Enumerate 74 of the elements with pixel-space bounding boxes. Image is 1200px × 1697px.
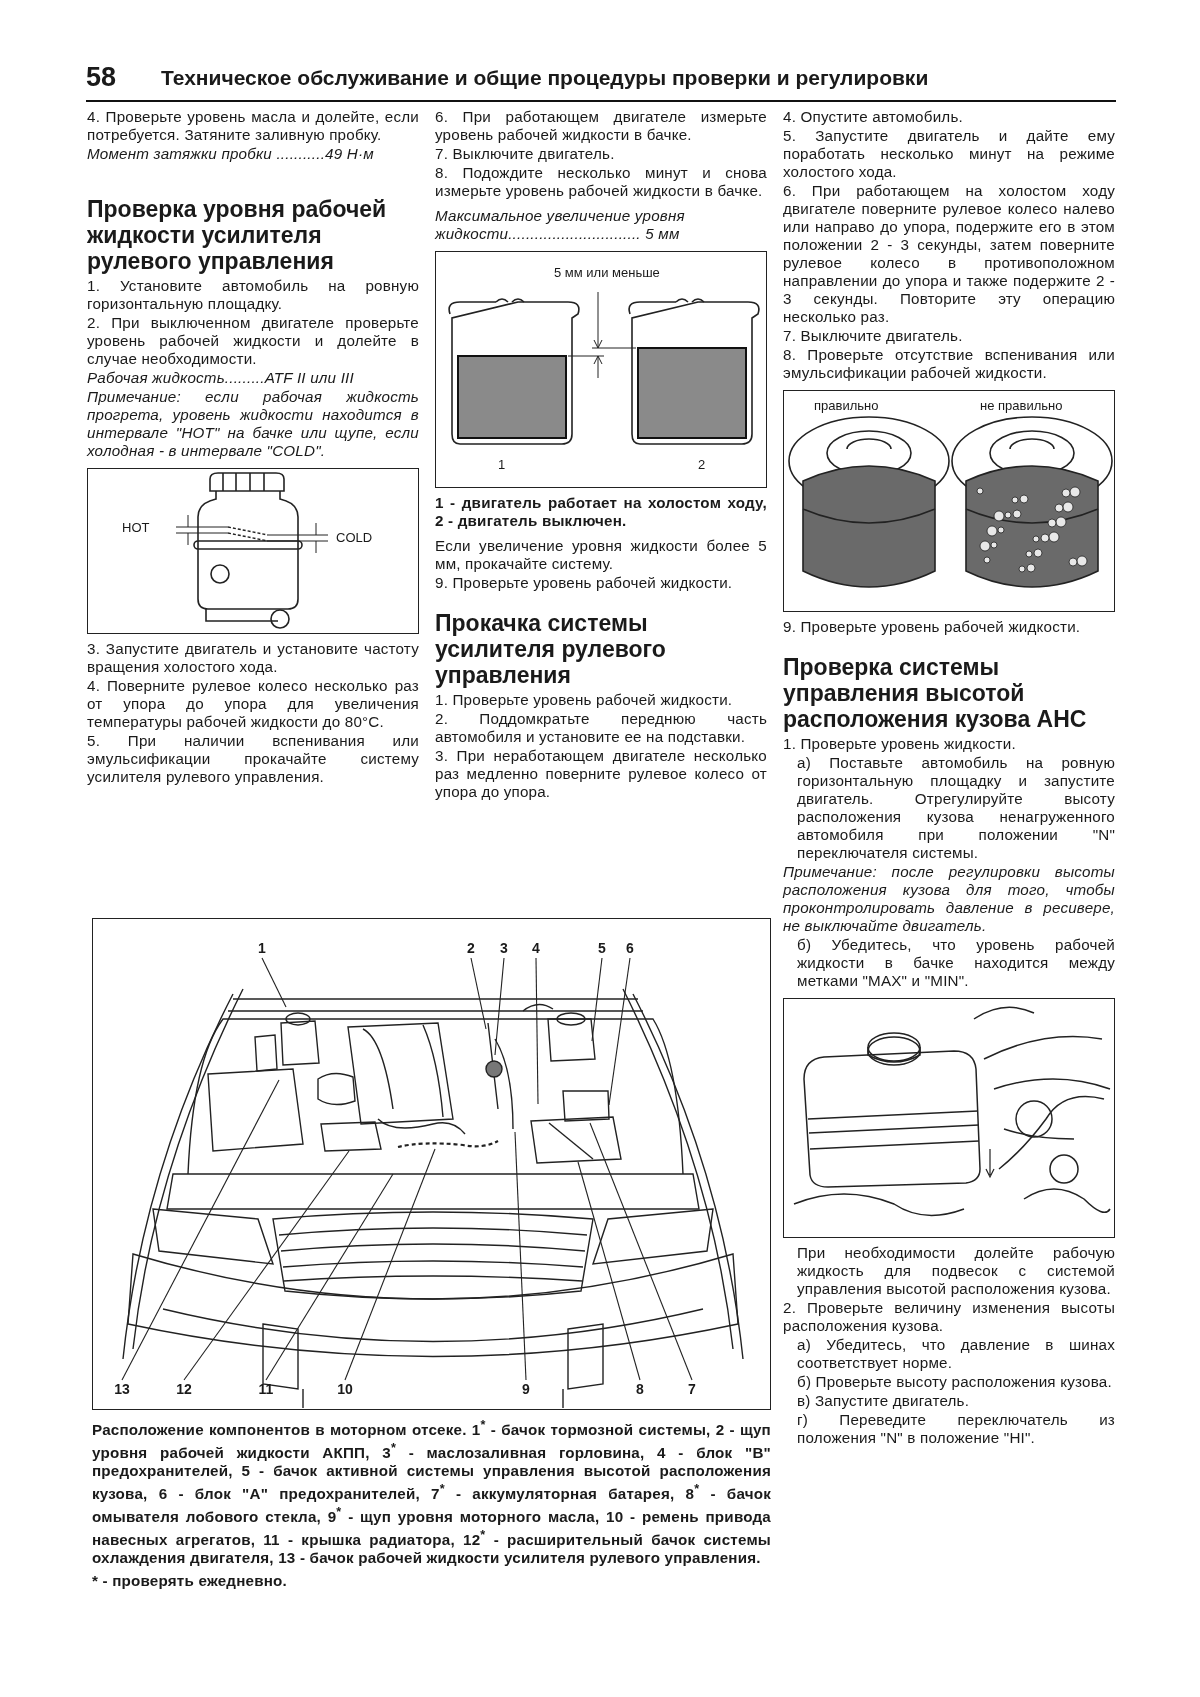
figure-label: правильно xyxy=(814,399,879,413)
callout-number: 5 xyxy=(594,941,610,956)
leader-line xyxy=(577,1161,641,1381)
body-paragraph: Если увеличение уровня жидкости более 5 мм, прокачайте систему. xyxy=(435,537,767,573)
dimension-label: 5 мм или меньше xyxy=(554,266,660,280)
body-paragraph: 1. Установите автомобиль на ровную горизонтальную площадку. xyxy=(87,277,419,313)
callout-number: 4 xyxy=(528,941,544,956)
body-paragraph: а) Убедитесь, что давление в шинах соответствует норме. xyxy=(796,1336,1115,1372)
body-paragraph: 1. Проверьте уровень жидкости. xyxy=(783,735,1017,753)
body-paragraph: При необходимости долейте рабочую жидкость для подвесок с системой управления высотой расположения кузова. xyxy=(796,1244,1115,1298)
body-paragraph: б) Проверьте высоту расположения кузова. xyxy=(796,1373,1113,1391)
leader-line xyxy=(494,957,505,1056)
body-paragraph: 8. Подождите несколько минут и снова измерьте уровень рабочей жидкости в бачке. xyxy=(435,164,767,200)
body-paragraph: 7. Выключите двигатель. xyxy=(435,145,616,163)
body-paragraph: 2. Проверьте величину изменения высоты расположения кузова. xyxy=(783,1299,1115,1335)
footnote: * - проверять ежедневно. xyxy=(92,1572,288,1591)
figure-caption: Расположение компонентов в моторном отсеке. 1$^{*}$ - бачок тормозной системы, 2 - щуп уровня рабочей жидкости АКПП, 3$^{*}$ - маслозаливная горловина, 4 - блок "B" предохранителей, 5 - бачок активной системы управления высотой расположения кузова, 6 - блок "A" предохранителей, 7$^{*}$ - аккумуляторная батарея, 8$^{*}$ - бачок омывателя лобового стекла, 9$^{*}$ - щуп уровня моторного масла, 10 - ремень привода навесных агрегатов, 11 - крышка радиатора, 12$^{*}$ - расширительный бачок системы охлаждения двигателя, 13 - бачок рабочей жидкости усилителя рулевого управления. xyxy=(92,1417,771,1568)
note-paragraph: Примечание: после регулировки высоты расположения кузова для того, чтобы проконтролировать давление в ресивере, не выключайте двигатель. xyxy=(783,863,1115,935)
callout-number: 3 xyxy=(496,941,512,956)
dimension-label: COLD xyxy=(336,531,373,545)
body-paragraph: 2. Поддомкратьте переднюю часть автомобиля и установите ее на подставки. xyxy=(435,710,767,746)
body-paragraph: 4. Поверните рулевое колесо несколько раз от упора до упора для увеличения температуры рабочей жидкости до 80°C. xyxy=(87,677,419,731)
section-heading: Проверка системы управления высотой расположения кузова АНС xyxy=(783,654,1088,732)
callout-number: 12 xyxy=(176,1382,192,1397)
leader-line xyxy=(261,957,287,1008)
body-paragraph: 1. Проверьте уровень рабочей жидкости. xyxy=(435,691,734,709)
leader-line xyxy=(535,957,539,1105)
callout-number: 8 xyxy=(632,1382,648,1397)
leader-line xyxy=(589,1122,693,1381)
body-paragraph: в) Запустите двигатель. xyxy=(796,1392,971,1410)
section-heading: Прокачка системы усилителя рулевого управления xyxy=(435,610,667,688)
leader-line xyxy=(514,1131,527,1381)
body-paragraph: 4. Проверьте уровень масла и долейте, если потребуется. Затяните заливную пробку. xyxy=(87,108,419,144)
leader-line xyxy=(121,1079,280,1381)
dimension-label: HOT xyxy=(122,521,150,535)
section-heading: Проверка уровня рабочей жидкости усилителя рулевого управления xyxy=(87,196,388,274)
running-header: Техническое обслуживание и общие процедуры проверки и регулировки xyxy=(161,66,929,90)
spec-line: Максимальное увеличение уровня жидкости.............................. 5 мм xyxy=(435,207,686,243)
leader-line xyxy=(591,957,603,1042)
leader-line xyxy=(344,1148,436,1381)
figure-label: 2 xyxy=(698,458,706,472)
page-number: 58 xyxy=(86,62,117,93)
callout-number: 2 xyxy=(463,941,479,956)
body-paragraph: б) Убедитесь, что уровень рабочей жидкости в бачке находится между метками "MAX" и "MIN". xyxy=(796,936,1115,990)
callout-number: 11 xyxy=(258,1382,274,1397)
body-paragraph: 3. При неработающем двигателе несколько раз медленно поверните рулевое колесо от упора до упора. xyxy=(435,747,767,801)
callout-number: 10 xyxy=(337,1382,353,1397)
figure-caption: 1 - двигатель работает на холостом ходу, 2 - двигатель выключен. xyxy=(435,494,767,530)
leader-line xyxy=(183,1150,350,1381)
body-paragraph: 5. При наличии вспенивания или эмульсификации прокачайте систему усилителя рулевого управления. xyxy=(87,732,419,786)
body-paragraph: 6. При работающем двигателе измерьте уровень рабочей жидкости в бачке. xyxy=(435,108,767,144)
callout-number: 13 xyxy=(114,1382,130,1397)
body-paragraph: 9. Проверьте уровень рабочей жидкости. xyxy=(435,574,734,592)
body-paragraph: а) Поставьте автомобиль на ровную горизонтальную площадку и запустите двигатель. Отрегулируйте высоту расположения кузова ненагруженного автомобиля при положении "N" переключателя системы. xyxy=(796,754,1115,862)
callout-number: 9 xyxy=(518,1382,534,1397)
callout-number: 7 xyxy=(684,1382,700,1397)
body-paragraph: 9. Проверьте уровень рабочей жидкости. xyxy=(783,618,1082,636)
callout-number: 6 xyxy=(622,941,638,956)
callout-number: 1 xyxy=(254,941,270,956)
leader-line xyxy=(470,957,487,1030)
figure-label: 1 xyxy=(498,458,506,472)
figure-label: не правильно xyxy=(980,399,1063,413)
body-paragraph: г) Переведите переключатель из положения "N" в положение "HI". xyxy=(796,1411,1115,1447)
body-paragraph: 6. При работающем на холостом ходу двигателе поверните рулевое колесо налево или направо до упора, подержите его в этом положении 2 - 3 секунды, затем поверните рулевое колесо в противоположном направлении до упора и также подержите 2 - 3 секунды. Повторите эту операцию несколько раз. xyxy=(783,182,1115,326)
body-paragraph: 2. При выключенном двигателе проверьте уровень рабочей жидкости и долейте в случае необходимости. xyxy=(87,314,419,368)
body-paragraph: 5. Запустите двигатель и дайте ему поработать несколько минут на режиме холостого хода. xyxy=(783,127,1115,181)
spec-line: Рабочая жидкость.........ATF II или III xyxy=(87,369,355,387)
leader-line xyxy=(608,957,631,1106)
body-paragraph: 3. Запустите двигатель и установите частоту вращения холостого хода. xyxy=(87,640,419,676)
body-paragraph: 7. Выключите двигатель. xyxy=(783,327,964,345)
body-paragraph: 4. Опустите автомобиль. xyxy=(783,108,964,126)
body-paragraph: 8. Проверьте отсутствие вспенивания или эмульсификации рабочей жидкости. xyxy=(783,346,1115,382)
note-paragraph: Примечание: если рабочая жидкость прогрета, уровень жидкости находится в интервале "HOT" на бачке или щупе, если холодная - в интервале "COLD". xyxy=(87,388,419,460)
spec-line: Момент затяжки пробки ...........49 Н·м xyxy=(87,145,375,163)
